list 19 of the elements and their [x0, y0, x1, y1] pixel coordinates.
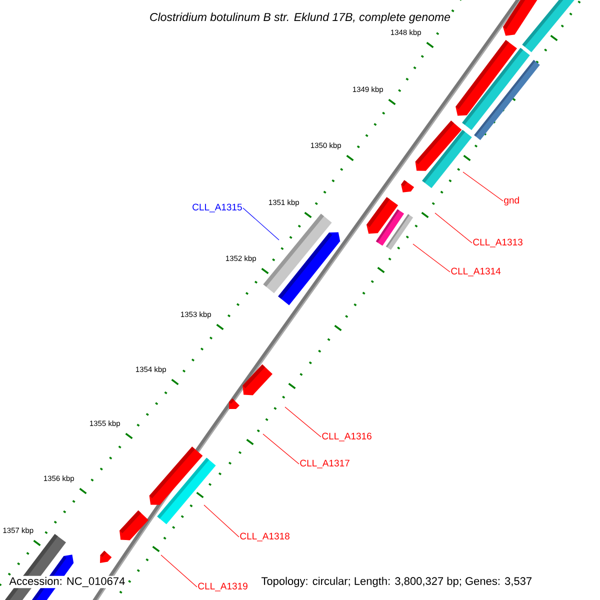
- leader-line: [462, 172, 504, 202]
- leader-line: [284, 406, 322, 438]
- gene-label: CLL_A1318: [240, 532, 290, 542]
- leader-line: [434, 212, 472, 244]
- gene-label: CLL_A1315: [192, 204, 242, 212]
- title: Clostridium botulinum B str. Eklund 17B, complete genome: [148, 12, 452, 24]
- gene-label: CLL_A1319: [198, 582, 248, 592]
- gene-label: CLL_A1317: [300, 460, 350, 468]
- gene-label: CLL_A1316: [322, 432, 372, 442]
- leader-line: [412, 244, 450, 272]
- gene-label: CLL_A1313: [473, 238, 522, 248]
- gene-label: CLL_A1314: [451, 268, 501, 276]
- leader-line: [242, 208, 280, 240]
- gene-label: gnd: [504, 196, 519, 206]
- accession-text: Accession: NC_010674: [8, 576, 126, 588]
- leader-line: [204, 504, 240, 538]
- genome-summary-text: Topology: circular; Length: 3,800,327 bp; Genes: 3,537: [260, 576, 534, 588]
- leader-line: [262, 434, 300, 464]
- leader-line: [160, 554, 198, 588]
